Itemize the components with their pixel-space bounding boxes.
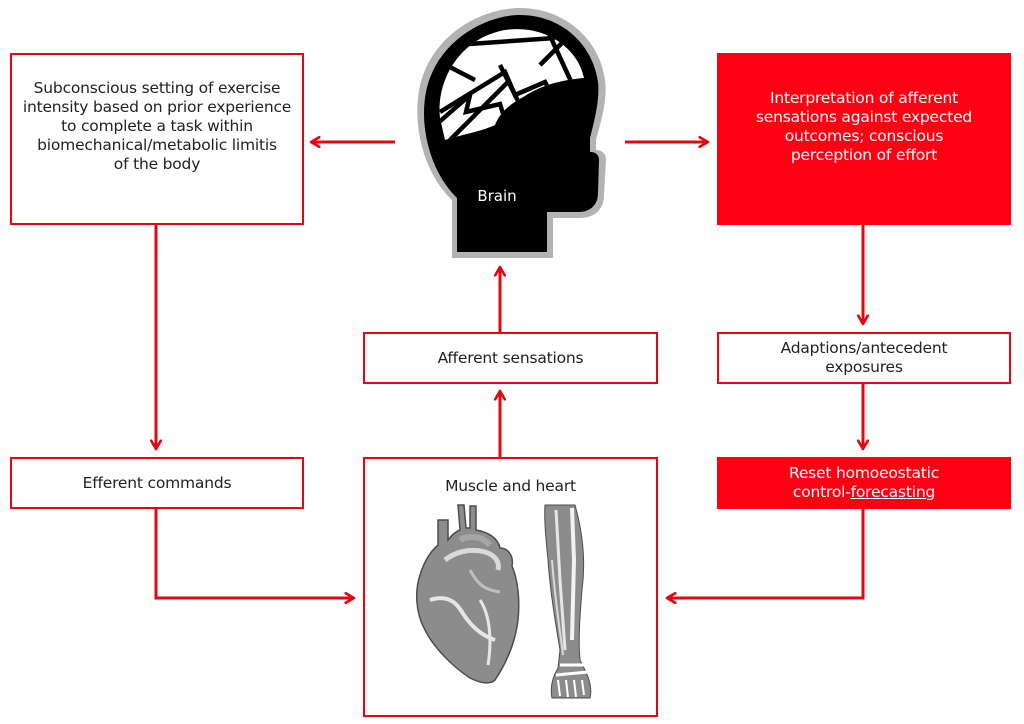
forecasting-link[interactable]: forecasting: [850, 483, 936, 501]
arrow-efferent-to-muscle: [154, 509, 354, 598]
leg-muscle-illustration: [544, 504, 592, 699]
arrow-reset-to-muscle: [667, 509, 865, 598]
node-reset-prefix: Reset homoeostatic control-: [788, 464, 940, 501]
node-muscle-heart-text: Muscle and heart: [445, 477, 576, 495]
brain-label: Brain: [477, 187, 517, 205]
node-afferent-text: Afferent sensations: [437, 348, 584, 367]
node-subconscious-setting: Subconscious setting of exercise intensi…: [10, 53, 304, 225]
node-adaptions: Adaptions/antecedent exposures: [717, 332, 1011, 384]
node-efferent-commands: Efferent commands: [10, 457, 304, 509]
node-reset-text: Reset homoeostatic control-forecasting: [789, 464, 939, 502]
node-interpretation-text: Interpretation of afferent sensations ag…: [755, 88, 973, 164]
node-interpretation: Interpretation of afferent sensations ag…: [717, 53, 1011, 225]
node-muscle-heart: Muscle and heart: [363, 457, 658, 717]
node-reset-homoeostatic: Reset homoeostatic control-forecasting: [717, 457, 1011, 509]
heart-illustration: [415, 504, 520, 684]
node-efferent-text: Efferent commands: [82, 473, 232, 492]
node-adaptions-text: Adaptions/antecedent exposures: [780, 339, 948, 376]
node-afferent-sensations: Afferent sensations: [363, 332, 658, 384]
node-subconscious-text: Subconscious setting of exercise intensi…: [22, 79, 292, 173]
